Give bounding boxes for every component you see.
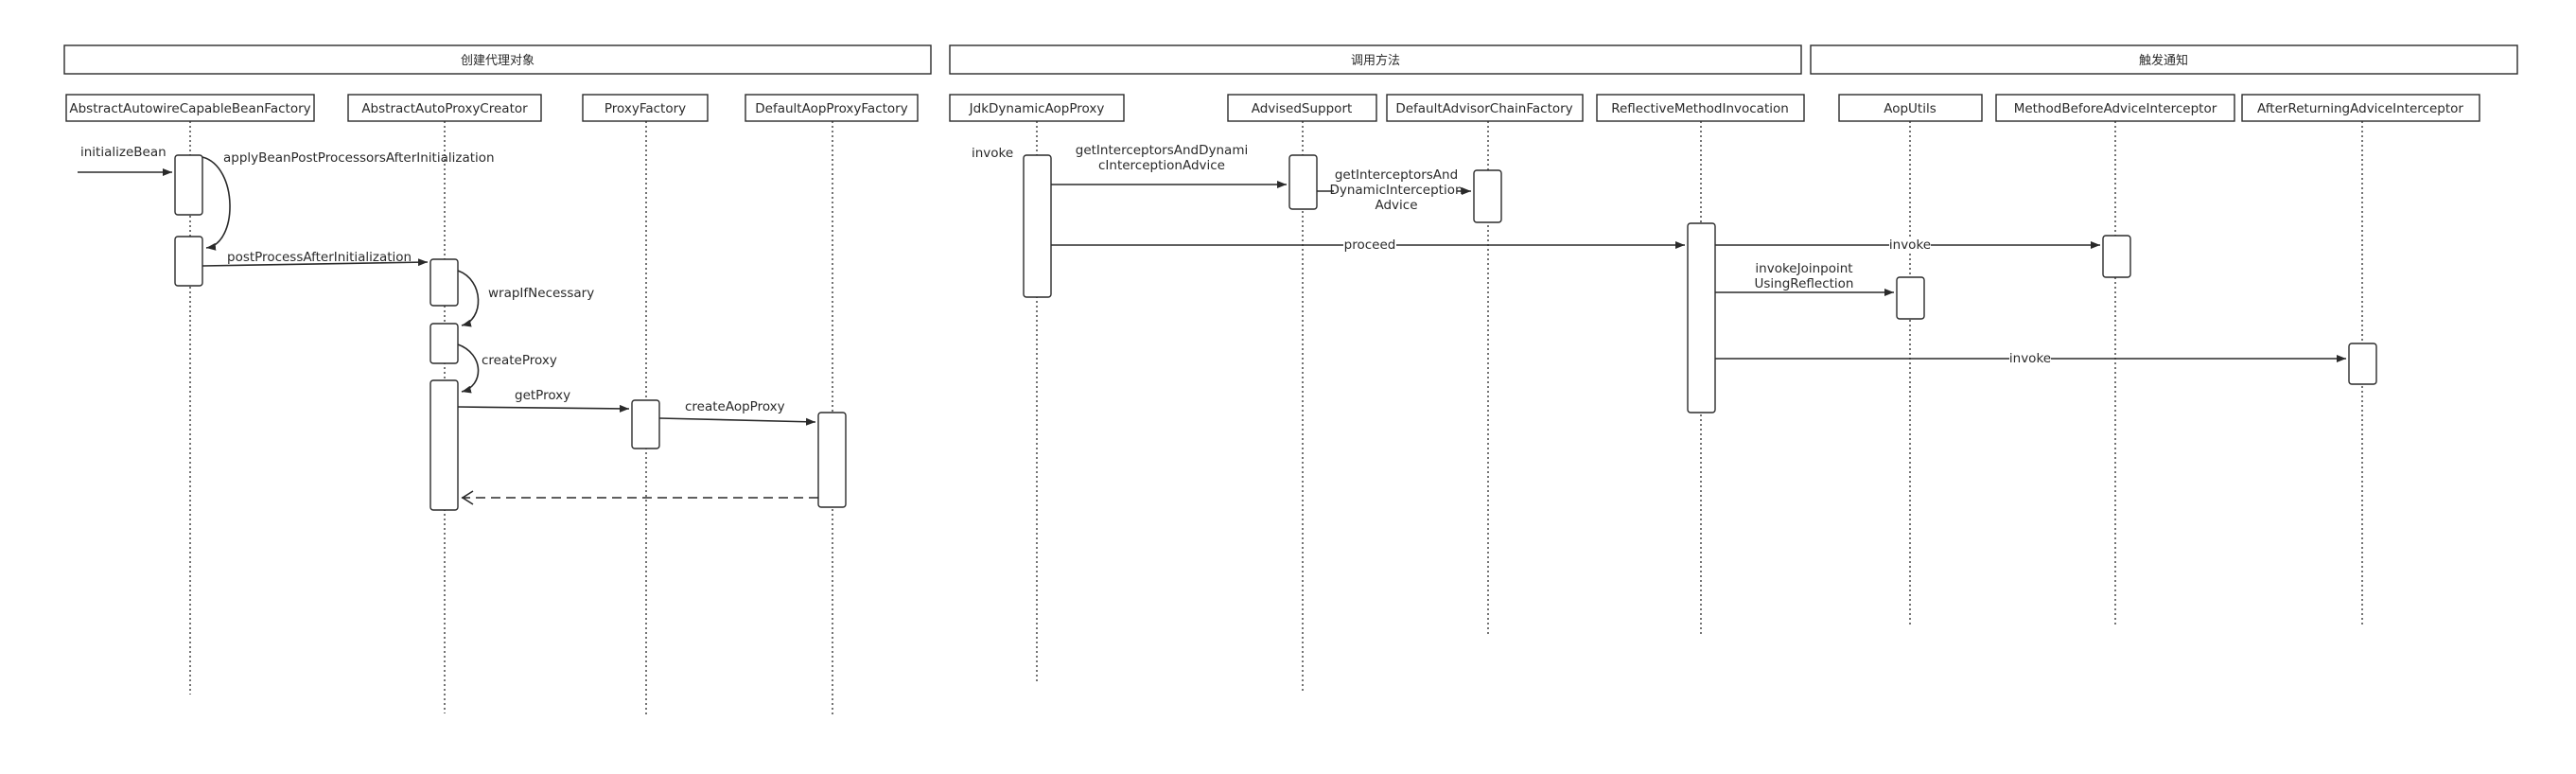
message-label-multiline: invokeJoinpoint UsingReflection xyxy=(1755,261,1854,291)
activation-bar xyxy=(1687,222,1716,413)
frame-trigger-advice: 触发通知 xyxy=(1810,44,2518,75)
activation-bar xyxy=(1288,154,1318,210)
frame-create-proxy-label: 创建代理对象 xyxy=(461,54,534,68)
activation-bar xyxy=(817,412,847,508)
activation-bar xyxy=(631,399,660,449)
participant-box xyxy=(1596,94,1805,122)
activation-bar xyxy=(174,154,203,216)
activation-bar xyxy=(429,323,459,364)
participant-box xyxy=(2241,94,2480,122)
participant-box xyxy=(1838,94,1983,122)
message-label-line: getInterceptorsAnd xyxy=(1335,167,1458,183)
message-label-line: UsingReflection xyxy=(1755,276,1854,291)
message-label-line: Advice xyxy=(1375,198,1417,213)
self-message-arrow xyxy=(457,343,480,394)
message-label: getProxy xyxy=(515,388,570,403)
message-label: applyBeanPostProcessorsAfterInitializati… xyxy=(223,150,495,166)
participant-box xyxy=(65,94,315,122)
return-arrowhead xyxy=(461,490,474,505)
activation-bar xyxy=(2102,235,2131,278)
message-label: createProxy xyxy=(482,353,557,368)
participant-box xyxy=(347,94,542,122)
participant-label: DefaultAdvisorChainFactory xyxy=(1395,101,1572,116)
message-label: createAopProxy xyxy=(685,399,785,414)
participant-label: AbstractAutoProxyCreator xyxy=(361,101,528,116)
participant-label: AopUtils xyxy=(1884,101,1936,116)
participant-label: ReflectiveMethodInvocation xyxy=(1611,101,1789,116)
self-message-arrow xyxy=(202,156,231,251)
message-label-multiline: getInterceptorsAnd DynamicInterception A… xyxy=(1329,166,1463,213)
frame-invoke-method-label: 调用方法 xyxy=(1351,53,1400,68)
activation-bar xyxy=(174,236,203,287)
message-label-line: cInterceptionAdvice xyxy=(1098,158,1225,173)
message-label: wrapIfNecessary xyxy=(488,286,594,301)
participant-box xyxy=(1995,94,2235,122)
activation-bar xyxy=(1896,276,1925,320)
message-arrow xyxy=(202,258,429,267)
participant-box xyxy=(582,94,709,122)
participant-box xyxy=(949,94,1125,122)
participant-label: AbstractAutowireCapableBeanFactory xyxy=(69,101,310,116)
message-label-line: DynamicInterception xyxy=(1329,183,1463,198)
message-label: initializeBean xyxy=(80,145,166,160)
participant-label: AfterReturningAdviceInterceptor xyxy=(2257,101,2463,116)
message-label-multiline: getInterceptorsAndDynami cInterceptionAd… xyxy=(1076,143,1248,173)
participant-box xyxy=(1386,94,1584,122)
frame-create-proxy: 创建代理对象 xyxy=(63,44,932,75)
participant-label: ProxyFactory xyxy=(605,101,686,116)
message-label: invoke xyxy=(2009,351,2051,366)
activation-bar xyxy=(429,258,459,307)
participant-box xyxy=(745,94,919,122)
participant-box xyxy=(1227,94,1377,122)
activation-bar xyxy=(1023,154,1052,298)
activation-bar xyxy=(2348,343,2377,385)
message-label: invoke xyxy=(1889,237,1931,253)
frame-trigger-advice-label: 触发通知 xyxy=(2139,53,2188,68)
message-arrow xyxy=(658,417,816,426)
message-label: invoke xyxy=(972,146,1013,161)
participant-label: MethodBeforeAdviceInterceptor xyxy=(2014,101,2217,116)
activation-bar xyxy=(429,379,459,511)
message-label-line: getInterceptorsAndDynami xyxy=(1076,143,1248,158)
message-label: postProcessAfterInitialization xyxy=(227,250,412,265)
participant-label: AdvisedSupport xyxy=(1252,101,1353,116)
message-arrow xyxy=(457,404,630,413)
self-message-arrow xyxy=(457,270,480,327)
participant-label: JdkDynamicAopProxy xyxy=(969,101,1105,116)
participant-label: DefaultAopProxyFactory xyxy=(755,101,907,116)
frame-invoke-method: 调用方法 xyxy=(949,44,1802,75)
message-label: proceed xyxy=(1344,237,1396,253)
activation-bar xyxy=(1473,169,1502,223)
message-label-line: invokeJoinpoint xyxy=(1755,261,1852,276)
